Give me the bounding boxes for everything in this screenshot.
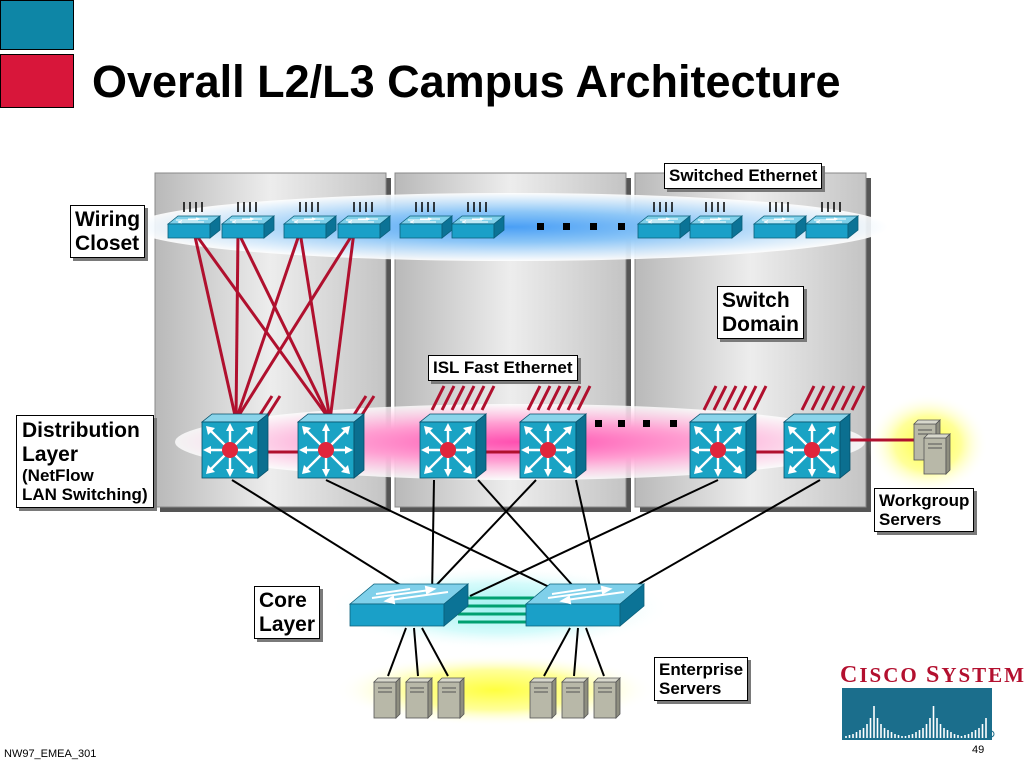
- distribution-switches: [200, 412, 852, 480]
- label-core-layer: Core Layer: [254, 586, 321, 640]
- label-workgroup-servers: Workgroup Servers: [874, 488, 975, 533]
- label-enterprise-servers: Enterprise Servers: [654, 657, 749, 702]
- core-interlinks: [458, 596, 534, 624]
- wiring-closet-glow: [132, 193, 888, 261]
- accent-square-red: [0, 54, 74, 108]
- label-distribution-layer: Distribution Layer (NetFlow LAN Switchin…: [16, 415, 154, 509]
- ellipsis-dots: [537, 223, 677, 427]
- label-wiring-closet: Wiring Closet: [70, 205, 146, 259]
- page-number: 49: [972, 744, 985, 756]
- cisco-systems-logo: CISCO SYSTEMS: [840, 662, 1024, 689]
- cisco-logo-bars: [842, 688, 995, 740]
- cisco-wordmark-text: CISCO SYSTEMS: [840, 662, 1024, 688]
- label-isl-fast-ethernet: ISL Fast Ethernet: [428, 355, 578, 381]
- accent-square-blue: [0, 0, 74, 50]
- footer-code: NW97_EMEA_301: [4, 748, 97, 760]
- core-server-links: [387, 627, 605, 677]
- wiring-closet-uplinks: [192, 231, 356, 421]
- distribution-core-links: [231, 479, 821, 597]
- page-title: Overall L2/L3 Campus Architecture: [92, 56, 841, 107]
- stub-links: [256, 385, 866, 419]
- label-switch-domain: Switch Domain: [717, 286, 805, 340]
- label-switched-ethernet: Switched Ethernet: [664, 163, 823, 189]
